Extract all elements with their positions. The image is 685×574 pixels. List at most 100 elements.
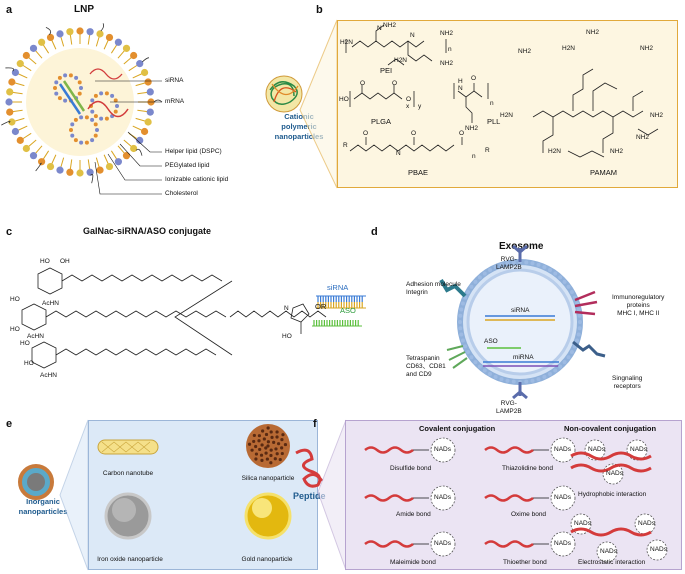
pei-atom-nh2-b: NH2	[440, 30, 454, 37]
pbae-atom-r1: R	[343, 142, 348, 149]
nads-label: NADs	[554, 494, 571, 501]
label-carbon-nanotube: Carbon nanotube	[102, 470, 154, 477]
nads-label: NADs	[630, 446, 647, 453]
nads-label: NADs	[574, 520, 591, 527]
noncovalent-drawings	[570, 451, 652, 537]
galnac-atom-oh1: OH	[60, 258, 70, 265]
gold-nanoparticle-icon	[244, 492, 292, 540]
lnp-label-cholesterol: Cholesterol	[165, 190, 198, 197]
galnac-label-aso: ASO	[340, 306, 356, 315]
rvg-bottom-receptor	[512, 382, 528, 400]
polymer-structures	[345, 24, 659, 158]
silica-nanoparticle-icon	[246, 424, 290, 468]
pamam-atom-nh2-3: NH2	[518, 48, 532, 55]
pbae-sub-n: n	[472, 153, 476, 160]
pei-sub-n: n	[448, 46, 452, 53]
pamam-atom-h2n-1: H2N	[562, 45, 576, 52]
nads-label: NADs	[554, 446, 571, 453]
lnp-rna-strands	[58, 68, 129, 118]
pamam-atom-nh2-1: NH2	[586, 29, 600, 36]
mhc-icon	[574, 290, 598, 316]
galnac-strands	[312, 295, 366, 327]
pamam-atom-nh2-4: NH2	[650, 112, 664, 119]
galnac-atom-ho5: HO	[24, 360, 34, 367]
galnac-atom-ho6: HO	[282, 333, 292, 340]
bond-label-thioether: Thioether bond	[503, 559, 547, 566]
iron-oxide-nanoparticle-icon	[104, 492, 152, 540]
inorganic-title-line-2: nanoparticles	[18, 507, 68, 516]
rvg-top-receptor	[512, 244, 528, 262]
pei-atom-nh2-c: NH2	[440, 60, 454, 67]
pamam-atom-nh2-5: NH2	[610, 148, 624, 155]
pll-atom-n: N	[458, 85, 463, 92]
bond-label-maleimide: Maleimide bond	[390, 559, 436, 566]
galnac-atom-ho1: HO	[40, 258, 50, 265]
exo-label-adhesion: Adhesion molecule Integrin	[406, 281, 461, 296]
pei-atom-nh2-a: NH2	[383, 22, 397, 29]
nads-label: NADs	[650, 546, 667, 553]
pamam-atom-h2n-2: H2N	[500, 112, 514, 119]
bond-label-oxime: Oxime bond	[511, 511, 547, 518]
panel-label-c: c	[6, 226, 13, 238]
lnp-label-helper: Helper lipid (DSPC)	[165, 148, 222, 155]
lnp-label-mrna: mRNA	[165, 98, 185, 105]
polymer-title: Cationic polymeric nanoparticles	[262, 112, 336, 142]
panel-label-d: d	[371, 226, 378, 238]
plga-atom-o2: O	[392, 80, 398, 87]
bond-label-thiazolidine: Thiazolidine bond	[502, 465, 553, 472]
inorganic-title: Inorganic nanoparticles	[8, 497, 78, 517]
nads-label: NADs	[606, 470, 623, 477]
polymer-callout-wedge	[299, 19, 338, 189]
panel-label-e: e	[6, 418, 13, 430]
peptide-conjugation-diagram	[364, 437, 668, 563]
galnac-title: GalNac-siRNA/ASO conjugate	[83, 226, 212, 236]
lnp-label-peg: PEGylated lipid	[165, 162, 210, 169]
exo-label-aso: ASO	[484, 338, 498, 345]
exosome-cargo	[458, 260, 582, 384]
interaction-label-electrostatic: Electrostatic interaction	[578, 559, 646, 566]
exo-label-sirna: siRNA	[511, 307, 530, 314]
plga-sub-y: y	[418, 103, 422, 110]
lnp-title: LNP	[74, 4, 94, 15]
pbae-atom-o2: O	[411, 130, 417, 137]
exosome-title: Exosome	[499, 241, 544, 252]
pll-atom-o: O	[471, 75, 477, 82]
exo-label-tetraspanin: Tetraspanin CD63、CD81 and CD9	[406, 355, 446, 378]
polymer-title-line-2: polymeric	[281, 122, 317, 131]
pei-atom-h2n-b: H2N	[394, 57, 408, 64]
exo-label-mirna: miRNA	[513, 354, 534, 361]
nads-label: NADs	[434, 540, 451, 547]
galnac-label-sirna: siRNA	[327, 283, 349, 292]
polymer-nanoparticle-icon	[265, 75, 303, 113]
nads-label: NADs	[600, 548, 617, 555]
pbae-atom-o3: O	[459, 130, 465, 137]
pei-label: PEI	[380, 66, 393, 75]
label-gold: Gold nanoparticle	[241, 556, 293, 563]
pamam-atom-nh2-6: NH2	[636, 134, 650, 141]
pbae-atom-o1: O	[363, 130, 369, 137]
covalent-title: Covalent conjugation	[419, 424, 496, 433]
signaling-receptor-icon	[572, 340, 606, 358]
pbae-atom-n: N	[396, 150, 401, 157]
peptide-icon	[295, 448, 324, 488]
inorganic-callout-wedge	[59, 419, 89, 571]
plga-label: PLGA	[371, 117, 392, 126]
tetraspanin-icon	[446, 345, 468, 369]
panel-label-b: b	[316, 4, 323, 16]
plga-atom-ho: HO	[339, 96, 349, 103]
pei-atom-n2: N	[410, 32, 415, 39]
covalent-bond-drawings	[364, 437, 668, 563]
exo-label-signaling: Singnaling receptors	[612, 375, 643, 390]
nads-label: NADs	[638, 520, 655, 527]
galnac-label-or: OR	[315, 302, 327, 311]
galnac-atom-ho2: HO	[10, 296, 20, 303]
lnp-label-sirna: siRNA	[165, 77, 184, 84]
galnac-atom-achn1: AcHN	[42, 300, 59, 307]
lnp-diagram	[1, 23, 163, 195]
label-iron-oxide: Iron oxide nanoparticle	[97, 556, 163, 563]
inorganic-nanoparticle-icon	[18, 464, 54, 500]
carbon-nanotube-icon	[97, 439, 159, 455]
bond-label-disulfide: Disulfide bond	[390, 465, 432, 472]
pll-atom-h: H	[458, 78, 463, 85]
polymer-title-line-3: nanoparticles	[274, 132, 324, 141]
